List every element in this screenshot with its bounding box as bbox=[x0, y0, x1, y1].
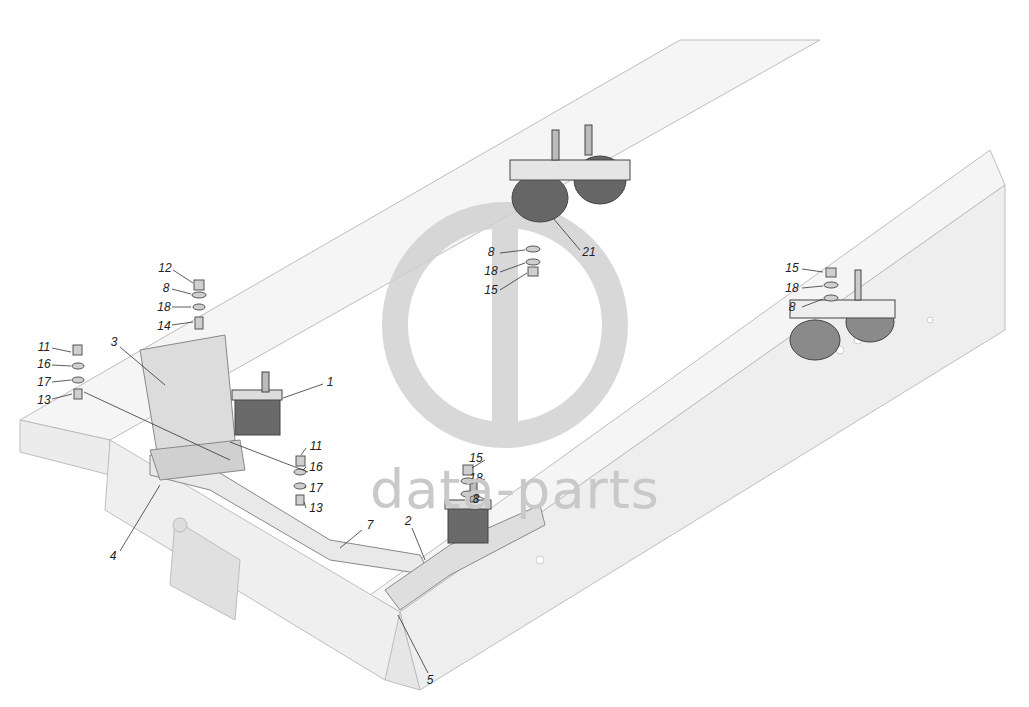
callout-number: 16 bbox=[37, 358, 50, 370]
callout-number: 13 bbox=[37, 394, 50, 406]
callout-number: 3 bbox=[111, 336, 118, 348]
callout-number: 11 bbox=[310, 440, 322, 452]
callout-number: 18 bbox=[484, 265, 497, 277]
callout-number: 4 bbox=[110, 550, 117, 562]
callout-number: 11 bbox=[38, 341, 50, 353]
callout-number: 17 bbox=[37, 376, 50, 388]
callout-number: 17 bbox=[309, 482, 322, 494]
callout-number: 7 bbox=[367, 519, 374, 531]
callout-number: 13 bbox=[309, 502, 322, 514]
callout-number: 21 bbox=[582, 246, 595, 258]
callout-number: 18 bbox=[785, 282, 798, 294]
callout-number: 14 bbox=[157, 320, 170, 332]
callout-number: 15 bbox=[785, 262, 798, 274]
callout-number: 5 bbox=[427, 674, 434, 686]
callout-number: 8 bbox=[789, 301, 796, 313]
callout-number: 8 bbox=[163, 282, 170, 294]
watermark: data-parts bbox=[370, 463, 660, 517]
callout-number: 12 bbox=[158, 262, 171, 274]
callout-number: 15 bbox=[484, 284, 497, 296]
callout-number: 1 bbox=[327, 376, 334, 388]
callout-number: 18 bbox=[157, 301, 170, 313]
callout-number: 8 bbox=[488, 246, 495, 258]
callout-number: 16 bbox=[309, 461, 322, 473]
